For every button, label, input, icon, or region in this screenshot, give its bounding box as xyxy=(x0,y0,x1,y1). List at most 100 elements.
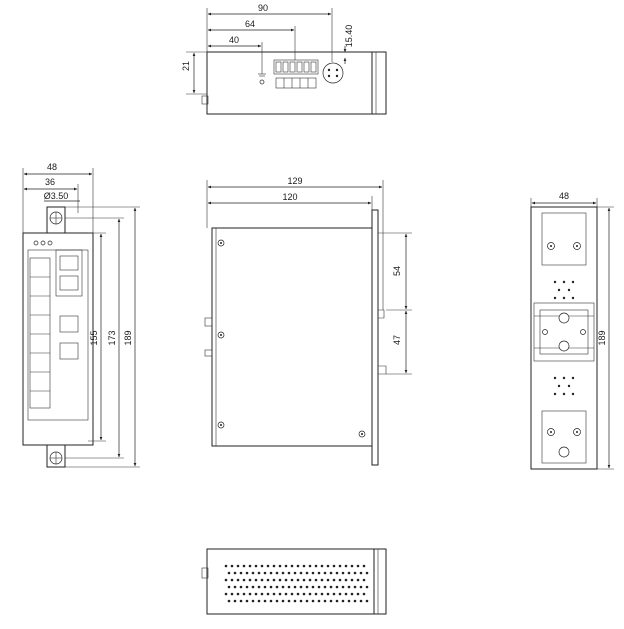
vent-hole xyxy=(362,592,366,596)
side-depth-129-label: 129 xyxy=(287,176,302,186)
vent-hole xyxy=(344,578,348,582)
vent-hole xyxy=(329,571,333,575)
vent-hole xyxy=(341,585,345,589)
vent-hole xyxy=(311,585,315,589)
vent-hole xyxy=(272,592,276,596)
screw-icon xyxy=(358,430,366,438)
vent-hole xyxy=(266,578,270,582)
top-width-label: 90 xyxy=(258,3,268,13)
vent-hole xyxy=(323,571,327,575)
front-width-label: 48 xyxy=(47,162,57,172)
vent-hole xyxy=(287,585,291,589)
vent-hole xyxy=(329,585,333,589)
vent-hole xyxy=(314,592,318,596)
mounting-hole-icon xyxy=(49,451,63,465)
vent-hole xyxy=(338,578,342,582)
vent-hole xyxy=(317,585,321,589)
vent-hole xyxy=(281,571,285,575)
screw-icon xyxy=(217,421,225,429)
vent-hole xyxy=(281,585,285,589)
vent-hole xyxy=(362,564,366,568)
vent-hole xyxy=(311,571,315,575)
vent-hole xyxy=(263,599,267,603)
vent-hole xyxy=(224,592,228,596)
vent-hole xyxy=(359,585,363,589)
vent-hole xyxy=(332,592,336,596)
mounting-hole-icon xyxy=(547,428,581,458)
vent-hole xyxy=(242,578,246,582)
terminal-block xyxy=(273,59,319,89)
vent-hole xyxy=(287,599,291,603)
vent-hole xyxy=(284,578,288,582)
vent-hole xyxy=(308,592,312,596)
vent-hole xyxy=(251,571,255,575)
vent-hole xyxy=(245,571,249,575)
vent-hole xyxy=(278,592,282,596)
vent-hole xyxy=(272,578,276,582)
vent-hole xyxy=(335,571,339,575)
vent-hole xyxy=(263,571,267,575)
vent-hole xyxy=(350,592,354,596)
vent-hole xyxy=(341,571,345,575)
vent-hole xyxy=(332,578,336,582)
vent-hole xyxy=(344,564,348,568)
vent-hole xyxy=(287,571,291,575)
vent-hole xyxy=(248,592,252,596)
terminal-offset-label: 40 xyxy=(229,35,239,45)
vent-hole xyxy=(338,564,342,568)
vent-hole xyxy=(365,585,369,589)
vent-hole xyxy=(302,564,306,568)
rj45-port-icon xyxy=(29,257,51,409)
vent-hole xyxy=(347,599,351,603)
vent-hole xyxy=(269,571,273,575)
vent-hole xyxy=(365,599,369,603)
vent-hole xyxy=(305,599,309,603)
connector-offset-label: 64 xyxy=(245,19,255,29)
vent-hole xyxy=(323,585,327,589)
vent-hole xyxy=(311,599,315,603)
vent-hole xyxy=(329,599,333,603)
vent-hole xyxy=(233,599,237,603)
vent-hole xyxy=(356,578,360,582)
front-height-155-label: 155 xyxy=(89,330,99,345)
vent-hole xyxy=(245,599,249,603)
vent-hole xyxy=(275,571,279,575)
vent-hole xyxy=(260,578,264,582)
vent-hole xyxy=(230,564,234,568)
vent-grid xyxy=(224,564,369,603)
vent-holes-upper xyxy=(553,280,575,300)
vent-hole xyxy=(239,571,243,575)
mounting-hole-icon xyxy=(547,242,581,250)
vent-hole xyxy=(320,564,324,568)
hole-diameter-label: Ø3.50 xyxy=(44,191,69,201)
vent-hole xyxy=(233,585,237,589)
vent-hole xyxy=(257,585,261,589)
vent-hole xyxy=(299,585,303,589)
vent-hole xyxy=(230,578,234,582)
vent-hole xyxy=(278,564,282,568)
vent-hole xyxy=(284,564,288,568)
vent-hole xyxy=(359,571,363,575)
vent-hole xyxy=(257,571,261,575)
vent-hole xyxy=(281,599,285,603)
vent-hole xyxy=(293,599,297,603)
vent-hole xyxy=(308,578,312,582)
vent-hole xyxy=(332,564,336,568)
vent-hole xyxy=(326,564,330,568)
vent-hole xyxy=(320,592,324,596)
vent-hole xyxy=(350,578,354,582)
vent-hole xyxy=(317,571,321,575)
vent-hole xyxy=(344,592,348,596)
vent-hole xyxy=(299,599,303,603)
vent-hole xyxy=(263,585,267,589)
vent-hole xyxy=(236,592,240,596)
vent-hole xyxy=(365,571,369,575)
vent-hole xyxy=(314,578,318,582)
vent-hole xyxy=(242,592,246,596)
ground-terminal-icon xyxy=(258,64,266,85)
vent-hole xyxy=(353,599,357,603)
vent-hole xyxy=(227,599,231,603)
vent-hole xyxy=(230,592,234,596)
vent-hole xyxy=(236,578,240,582)
vent-hole xyxy=(290,592,294,596)
